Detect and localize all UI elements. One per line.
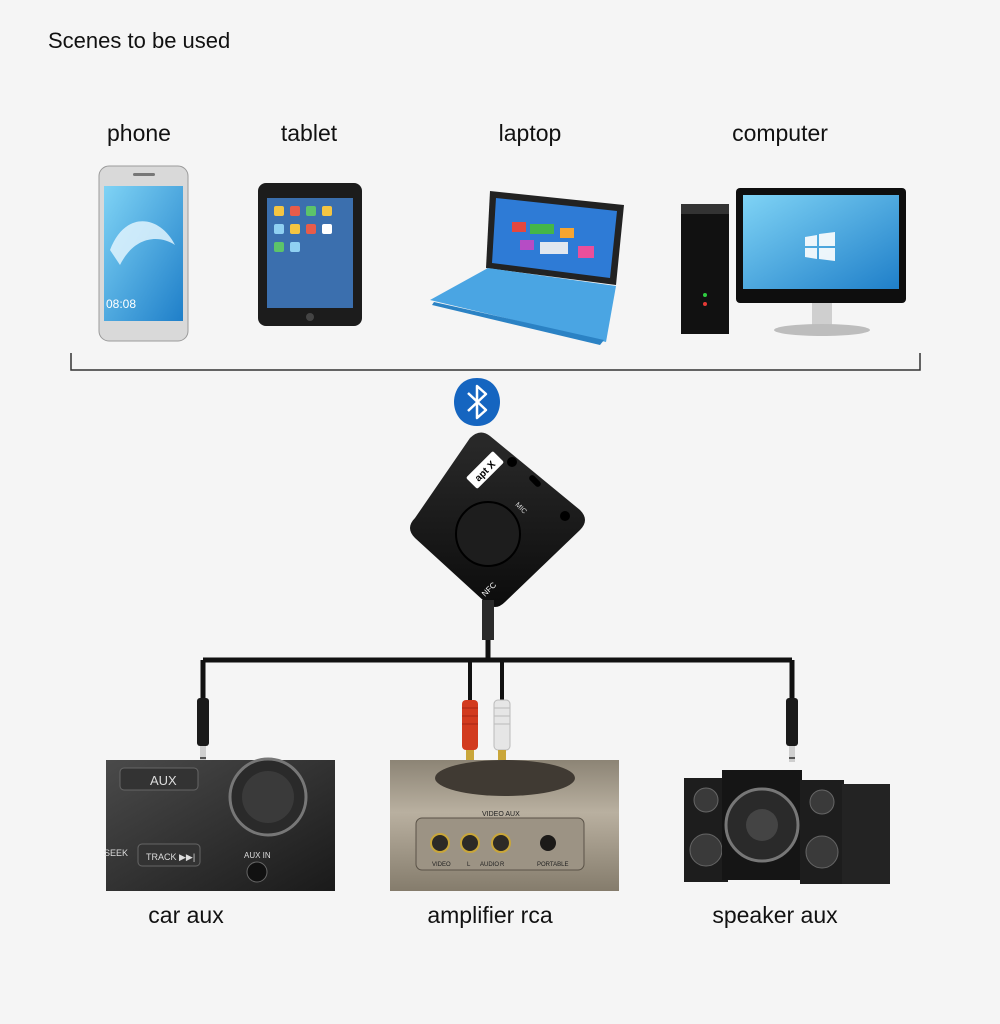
svg-text:08:08: 08:08 [106, 297, 136, 311]
source-bracket [70, 353, 921, 371]
svg-text:AUDIO: AUDIO [480, 862, 499, 868]
label-amplifier-rca: amplifier rca [427, 902, 553, 928]
svg-text:PORTABLE: PORTABLE [537, 862, 568, 868]
page-title: Scenes to be used [48, 28, 231, 53]
svg-text:L: L [467, 862, 471, 868]
svg-text:VIDEO: VIDEO [432, 862, 451, 868]
label-car-aux: car aux [148, 902, 224, 928]
car-aux-photo: AUX SEEK TRACK ▶▶| AUX IN [104, 757, 335, 891]
laptop-icon [430, 191, 624, 345]
bluetooth-icon [454, 378, 500, 426]
svg-text:SEEK: SEEK [104, 848, 128, 858]
svg-text:AUX IN: AUX IN [244, 851, 271, 860]
svg-text:TRACK ▶▶|: TRACK ▶▶| [146, 852, 195, 862]
svg-text:AUX: AUX [150, 773, 177, 788]
label-speaker-aux: speaker aux [712, 902, 838, 928]
cable [200, 600, 795, 700]
phone-icon: 08:08 [98, 165, 189, 342]
svg-text:R: R [500, 862, 505, 868]
bluetooth-receiver: apt X MIC NFC [410, 432, 585, 607]
tablet-icon [258, 183, 362, 326]
svg-text:VIDEO AUX: VIDEO AUX [482, 811, 520, 818]
label-laptop: laptop [498, 120, 562, 146]
label-computer: computer [732, 120, 828, 146]
computer-icon [681, 188, 906, 336]
label-tablet: tablet [280, 120, 338, 146]
speaker-photo [680, 762, 890, 887]
amplifier-photo: VIDEO AUX VIDEO L AUDIO R PORTABLE [390, 760, 619, 891]
label-phone: phone [107, 120, 171, 146]
